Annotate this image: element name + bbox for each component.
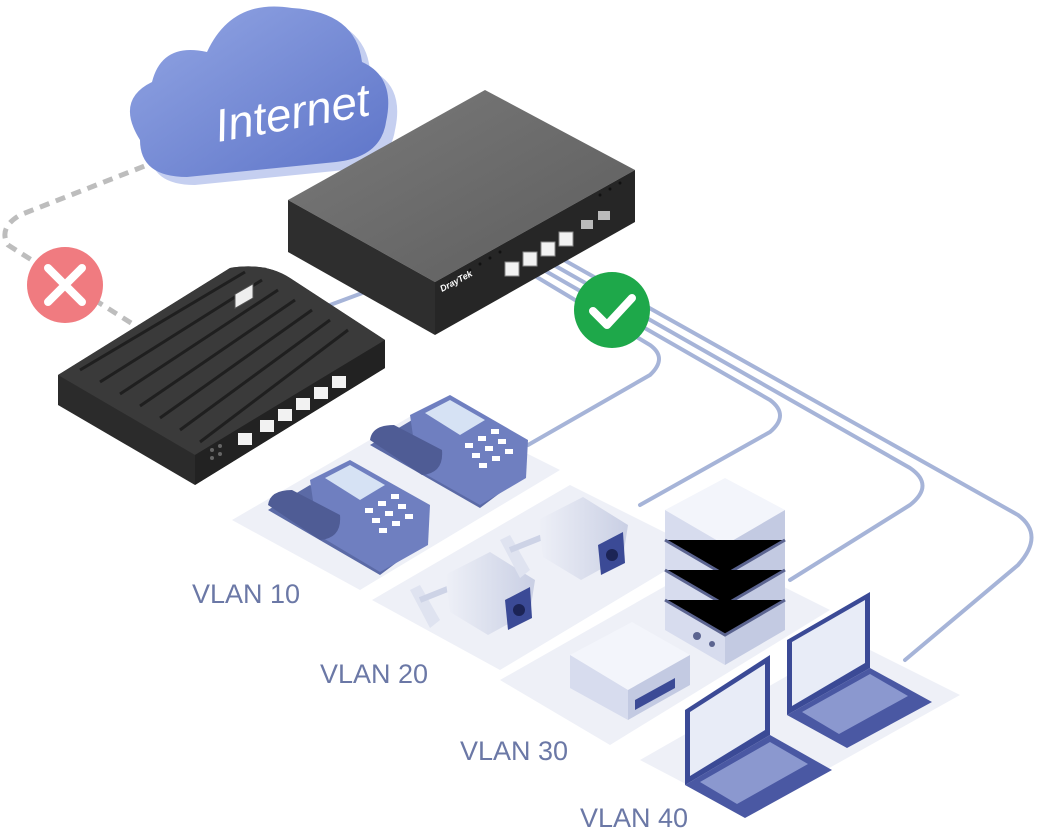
vlan-40-label: VLAN 40 xyxy=(580,803,688,829)
legacy-switch xyxy=(58,266,385,485)
blocked-internet-link xyxy=(2,157,161,338)
ip-phone xyxy=(268,460,430,575)
cable-vlan-30 xyxy=(543,258,925,582)
vlan-30-label: VLAN 30 xyxy=(460,736,568,766)
ip-camera xyxy=(410,552,535,635)
draytek-router: DrayTek xyxy=(288,90,635,335)
ip-phone xyxy=(370,395,528,508)
laptop xyxy=(685,655,832,818)
x-circle-icon xyxy=(27,247,103,323)
cable-vlan-20 xyxy=(533,263,782,507)
vlan-10-label: VLAN 10 xyxy=(192,579,300,609)
cable-vlan-10 xyxy=(523,268,661,447)
router-ports xyxy=(504,231,574,277)
switch-ports xyxy=(234,283,254,310)
network-cables xyxy=(328,253,1034,662)
vlan-20-label: VLAN 20 xyxy=(320,659,428,689)
laptop xyxy=(787,592,932,748)
storage-box xyxy=(570,622,690,720)
ip-camera xyxy=(500,497,628,580)
cable-vlan-40 xyxy=(553,253,1034,662)
server-tower xyxy=(664,478,786,665)
check-circle-icon xyxy=(574,272,650,348)
cable-switch-router xyxy=(328,290,367,307)
internet-cloud: Internet xyxy=(129,6,398,186)
